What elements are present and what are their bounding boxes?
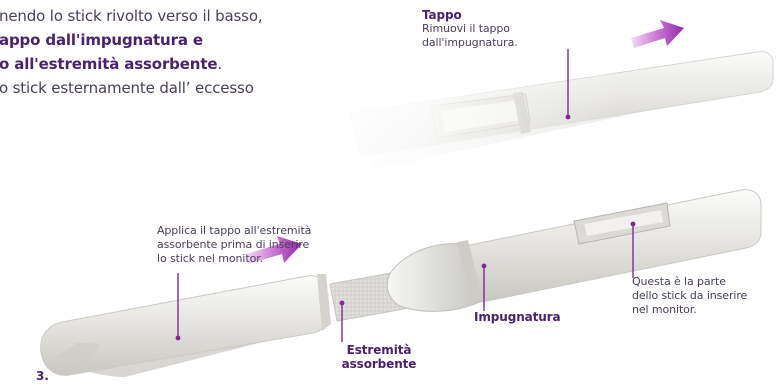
bottom-cap-group [40,274,331,377]
estremita-label: Estremità assorbente [334,343,424,371]
bottom-cap-end [317,274,331,331]
questa-callout-line-3: nel monitor. [632,303,697,316]
step-number: 3. [36,369,49,383]
top-device-fade [300,55,625,205]
instruction-line-3: o all'estremità assorbente [0,55,218,73]
impugnatura-pointer-dot [481,263,487,269]
handle-main-body [464,189,762,303]
estremita-line-1: Estremità [346,343,412,357]
bottom-cap-facet [52,343,101,369]
applica-callout-line-1: Applica il tappo all'estremità [157,224,312,237]
questa-callout-line-1: Questa è la parte [632,275,726,288]
tappo-callout-line-2: dall'impugnatura. [422,36,518,49]
right-arrow-icon [246,236,302,264]
tappo-pointer-dot [565,114,571,120]
right-arrow-icon [631,20,684,48]
instruction-text: nendo lo stick rivolto verso il basso, a… [0,4,299,100]
estremita-pointer-dot [339,300,345,306]
questa-pointer-dot [630,221,636,227]
applica-pointer-dot [175,335,181,341]
instruction-line-2: appo dall'impugnatura e [0,31,203,49]
applica-callout-line-2: assorbente prima di inserire [157,238,310,251]
main-handle-group [386,189,762,312]
handle-window-inner [584,210,663,236]
callout-pointers [175,49,636,342]
estremita-line-2: assorbente [341,357,417,371]
instruction-line-4: o stick esternamente dall’ eccesso [0,79,254,97]
handle-nose [386,243,483,312]
applica-callout-line-3: lo stick nel monitor. [157,252,264,265]
questa-callout: Questa è la parte dello stick da inserir… [632,275,768,317]
applica-callout: Applica il tappo all'estremità assorbent… [157,224,342,266]
tappo-callout-line-1: Rimuovi il tappo [422,22,510,35]
top-device-group [300,51,774,205]
instruction-line-3-suffix: . [217,55,222,73]
instruction-line-3-wrapper: o all'estremità assorbente. [0,52,299,76]
instruction-line-1: nendo lo stick rivolto verso il basso, [0,7,263,25]
questa-callout-line-2: dello stick da inserire [632,289,748,302]
tappo-callout: Tappo Rimuovi il tappo dall'impugnatura. [422,8,562,50]
impugnatura-label: Impugnatura [474,310,561,324]
handle-grip-band [457,240,483,302]
tappo-callout-title: Tappo [422,8,462,22]
